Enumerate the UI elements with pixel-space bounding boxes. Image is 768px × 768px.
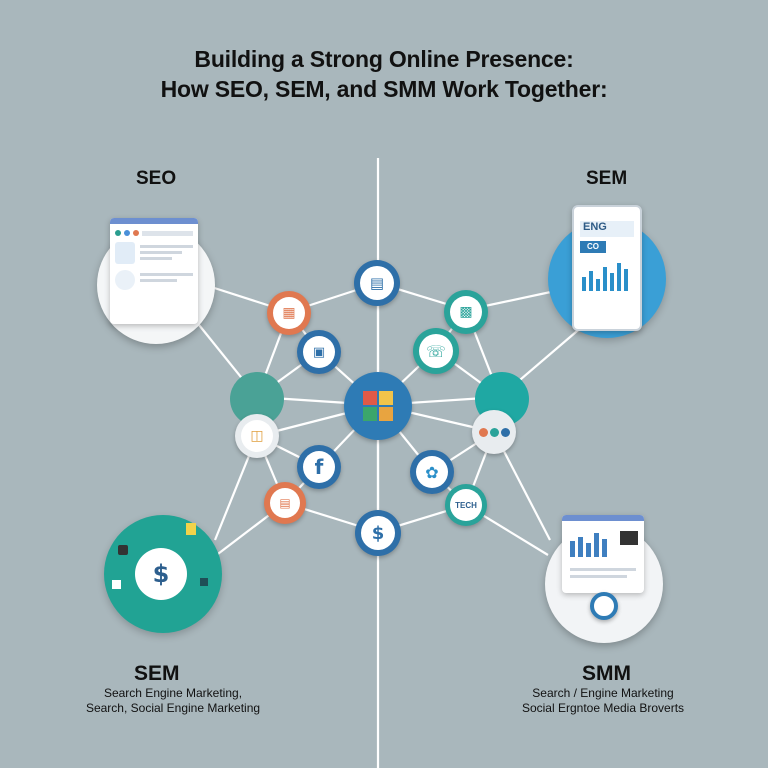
- label-smm: SMM: [582, 662, 631, 685]
- doc-icon: [112, 580, 121, 589]
- label-seo: SEO: [136, 168, 177, 189]
- tag-icon: [200, 578, 208, 586]
- document-node[interactable]: ▩: [444, 290, 488, 334]
- sticky-note-icon: [186, 523, 196, 535]
- facebook-node[interactable]: f: [297, 445, 341, 489]
- central-hub[interactable]: [344, 372, 412, 440]
- smm-dashboard-icon: [562, 515, 644, 593]
- receipt-icon: ▤: [279, 496, 291, 510]
- phone-icon: ENG CO: [572, 205, 642, 331]
- tech-badge: TECH: [455, 500, 477, 510]
- bank-node[interactable]: ▤: [354, 260, 400, 306]
- dollar-icon: $: [371, 522, 385, 544]
- target-icon: [590, 592, 618, 620]
- bank-icon: ▤: [369, 274, 385, 292]
- folder-node[interactable]: ◫: [235, 414, 279, 458]
- smm-desc-line1: Search / Engine Marketing: [532, 686, 674, 700]
- whatsapp-node[interactable]: ☏: [413, 328, 459, 374]
- bar-chart-icon: [582, 263, 628, 291]
- phone-badge: CO: [580, 241, 606, 253]
- dots-node[interactable]: [472, 410, 516, 454]
- smm-chart-icon: [570, 531, 638, 557]
- browser-node[interactable]: ▣: [297, 330, 341, 374]
- folder-icon: ◫: [250, 428, 264, 444]
- document-icon: ▩: [459, 304, 473, 320]
- seo-browser-window-icon: [110, 218, 198, 324]
- label-sem-bottom: SEM: [134, 662, 180, 685]
- browser-icon: ▣: [312, 344, 326, 360]
- page-title-line1: Building a Strong Online Presence:: [194, 46, 574, 72]
- sem-desc-line2: Search, Social Engine Marketing: [85, 701, 261, 715]
- chat-icon: ☏: [425, 341, 446, 361]
- grid-icon: ▦: [282, 305, 296, 321]
- twitter-icon: ✿: [425, 462, 439, 482]
- sem-description: Search Engine Marketing, Search, Social …: [58, 686, 288, 716]
- tech-node[interactable]: TECH: [445, 484, 487, 526]
- smm-desc-line2: Social Ergntoe Media Broverts: [521, 701, 685, 715]
- briefcase-icon: [363, 391, 393, 421]
- sem-desc-line1: Search Engine Marketing,: [103, 686, 243, 700]
- phone-text: ENG: [580, 221, 634, 237]
- label-sem-top: SEM: [586, 168, 628, 189]
- smm-description: Search / Engine Marketing Social Ergntoe…: [488, 686, 718, 716]
- calendar-node[interactable]: ▦: [267, 291, 311, 335]
- facebook-icon: f: [314, 455, 324, 479]
- camera-icon: [118, 545, 128, 555]
- page-title-line2: How SEO, SEM, and SMM Work Together:: [160, 76, 608, 102]
- dollar-node[interactable]: $: [355, 510, 401, 556]
- twitter-node[interactable]: ✿: [410, 450, 454, 494]
- tax-node[interactable]: ▤: [264, 482, 306, 524]
- dots-icon: [478, 427, 510, 437]
- money-bag-icon: $: [135, 548, 187, 600]
